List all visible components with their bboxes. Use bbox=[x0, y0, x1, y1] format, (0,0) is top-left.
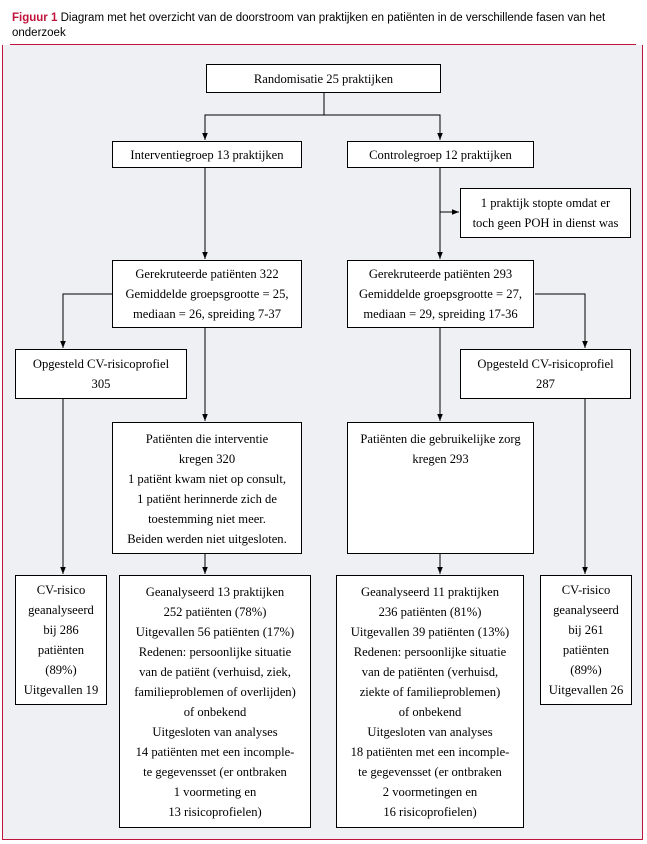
node-text-line: Gerekruteerde patiënten 322 bbox=[135, 267, 279, 281]
node-text-line: (89%) bbox=[45, 663, 77, 677]
node-text-line: van de patiënt (verhuisd, ziek, bbox=[139, 664, 291, 679]
node-text-line: te gegevensset (er ontbraken bbox=[358, 764, 502, 779]
node-text-line: 236 patiënten (81%) bbox=[378, 604, 482, 619]
node-text-line: Redenen: persoonlijke situatie bbox=[138, 644, 292, 659]
figure-label: Figuur 1 bbox=[12, 12, 58, 24]
node-text-line: bij 261 bbox=[568, 623, 604, 637]
node-text-line: 1 praktijk stopte omdat er bbox=[480, 196, 611, 210]
node-text-line: Beiden werden niet uitgesloten. bbox=[127, 532, 287, 546]
node-text-line: (89%) bbox=[570, 663, 602, 677]
node-text-line: geanalyseerd bbox=[28, 603, 94, 617]
node-text-line: 14 patiënten met een incomple- bbox=[135, 744, 295, 759]
node-text-line: Uitgevallen 19 bbox=[23, 683, 99, 697]
node-text-line: Opgesteld CV-risicoprofiel bbox=[477, 357, 614, 371]
intervention-analysed-box: Geanalyseerd 13 praktijken 252 patiënten … bbox=[119, 575, 311, 828]
node-text-line: of onbekend bbox=[183, 704, 247, 719]
node-text-line: patiënten bbox=[37, 643, 85, 657]
diagram-panel bbox=[2, 45, 643, 840]
node-text-line: van de patiënten (verhuisd, bbox=[361, 664, 499, 679]
node-text-line: Uitgevallen 26 bbox=[548, 683, 624, 697]
node-text-line: te gegevensset (er ontbraken bbox=[143, 764, 287, 779]
node-text-line: 252 patiënten (78%) bbox=[163, 604, 267, 619]
node-text-line: Uitgevallen 39 patiënten (13%) bbox=[350, 624, 510, 639]
arrow-control-profile bbox=[535, 293, 588, 348]
node-text-line: mediaan = 29, spreiding 17-36 bbox=[363, 307, 518, 321]
arrow-to-control bbox=[324, 114, 443, 140]
node-text-line: toch geen POH in dienst was bbox=[472, 216, 619, 230]
intervention-group-box: Interventiegroep 13 praktijken bbox=[112, 141, 302, 168]
control-group-box: Controlegroep 12 praktijken bbox=[347, 141, 534, 168]
node-text-line: Gerekruteerde patiënten 293 bbox=[368, 267, 513, 281]
node-text-line: 18 patiënten met een incomple- bbox=[350, 744, 510, 759]
node-text-line: Patiënten die gebruikelijke zorg bbox=[360, 432, 521, 446]
node-text-line: 2 voormetingen en bbox=[382, 784, 478, 799]
node-text-line: bij 286 bbox=[43, 623, 79, 637]
control-analysed-box: Geanalyseerd 11 praktijken 236 patiënten … bbox=[336, 575, 524, 828]
node-text-line: familieproblemen of overlijden) bbox=[134, 684, 296, 699]
randomisation-box: Randomisatie 25 praktijken bbox=[206, 64, 441, 93]
control-dropout-box: 1 praktijk stopte omdat er toch geen POH … bbox=[460, 188, 631, 238]
control-cv-analysed-box: CV-risico geanalyseerd bij 261 patiënten (89… bbox=[540, 575, 632, 705]
node-text-line: 287 bbox=[536, 377, 555, 391]
caption-rule bbox=[10, 44, 636, 45]
node-text-line: Controlegroep 12 praktijken bbox=[369, 147, 512, 162]
node-text-line: Randomisatie 25 praktijken bbox=[253, 71, 394, 86]
intervention-profile-box: Opgesteld CV-risicoprofiel 305 bbox=[15, 349, 187, 399]
node-text-line: 13 risicoprofielen) bbox=[168, 804, 262, 819]
node-text-line: mediaan = 26, spreiding 7-37 bbox=[132, 307, 282, 321]
node-text-line: Patiënten die interventie bbox=[145, 432, 269, 446]
node-text-line: Redenen: persoonlijke situatie bbox=[353, 644, 507, 659]
node-text-line: Uitgesloten van analyses bbox=[367, 724, 493, 739]
control-received-box: Patiënten die gebruikelijke zorg kregen 2… bbox=[347, 422, 534, 554]
node-text-line: Uitgesloten van analyses bbox=[152, 724, 278, 739]
arrow-intervention-profile bbox=[60, 293, 112, 348]
node-text-line: Gemiddelde groepsgrootte = 25, bbox=[125, 287, 289, 301]
node-text-line: kregen 293 bbox=[412, 452, 469, 466]
node-text-line: patiënten bbox=[562, 643, 610, 657]
arrow-to-intervention bbox=[202, 92, 325, 140]
figure-title: Diagram met het overzicht van de doorstr… bbox=[12, 12, 606, 39]
node-text-line: Uitgevallen 56 patiënten (17%) bbox=[135, 624, 295, 639]
node-text-line: of onbekend bbox=[398, 704, 462, 719]
node-text-line: CV-risico bbox=[36, 583, 86, 597]
intervention-received-box: Patiënten die interventie kregen 320 1 pat… bbox=[112, 422, 302, 554]
node-text-line: Interventiegroep 13 praktijken bbox=[130, 147, 284, 162]
node-text-line: Geanalyseerd 11 praktijken bbox=[360, 584, 499, 599]
intervention-cv-analysed-box: CV-risico geanalyseerd bij 286 patiënten (89… bbox=[15, 575, 107, 705]
node-text-line: kregen 320 bbox=[178, 452, 236, 466]
node-text-line: 16 risicoprofielen) bbox=[383, 804, 477, 819]
node-text-line: 1 patiënt herinnerde zich de bbox=[137, 492, 277, 506]
node-text-line: 305 bbox=[91, 377, 111, 391]
control-profile-box: Opgesteld CV-risicoprofiel 287 bbox=[460, 349, 631, 399]
node-text-line: Opgesteld CV-risicoprofiel bbox=[32, 357, 170, 371]
node-text-line: CV-risico bbox=[561, 583, 611, 597]
node-text-line: 1 voormeting en bbox=[173, 784, 257, 799]
node-text-line: toestemming niet meer. bbox=[148, 512, 266, 526]
node-text-line: Gemiddelde groepsgrootte = 27, bbox=[358, 287, 523, 301]
node-text-line: ziekte of familieproblemen) bbox=[359, 684, 501, 699]
node-text-line: geanalyseerd bbox=[553, 603, 619, 617]
node-text-line: 1 patiënt kwam niet op consult, bbox=[127, 472, 287, 486]
node-text-line: Geanalyseerd 13 praktijken bbox=[145, 584, 285, 599]
figure-caption: Figuur 1 Diagram met het overzicht van d… bbox=[12, 11, 634, 41]
